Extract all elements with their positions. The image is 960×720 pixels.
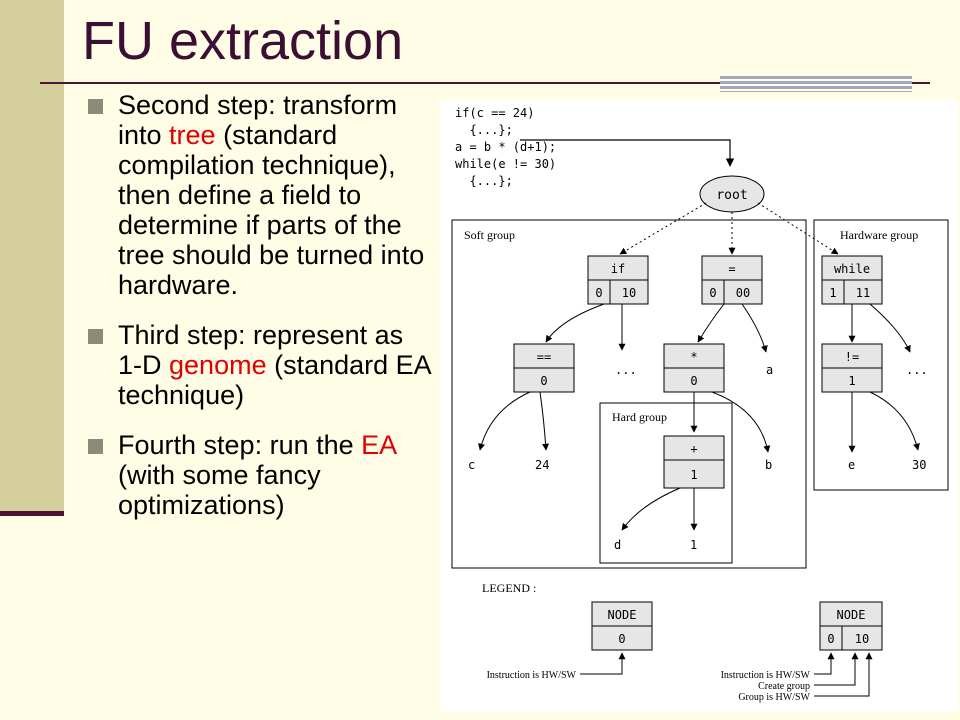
tree-edges — [545, 303, 911, 353]
bullet-fourth-step: Fourth step: run the EA (with some fancy… — [88, 430, 433, 520]
legend-arrow — [580, 652, 626, 675]
bullet-text: (with some fancy optimizations) — [118, 460, 321, 520]
node-field: 11 — [856, 286, 870, 300]
root-edges — [619, 202, 839, 255]
node-assign: = 0 00 — [701, 255, 763, 305]
hardware-group-label: Hardware group — [840, 228, 918, 242]
leaf-dots: ... — [906, 363, 928, 377]
bullet-highlight: genome — [169, 350, 267, 380]
code-line: {...}; — [455, 174, 513, 188]
bullet-second-step: Second step: transform into tree (standa… — [88, 90, 433, 300]
node-label: == — [537, 350, 551, 364]
tree-edges — [621, 487, 698, 531]
legend-title: LEGEND : — [482, 581, 536, 595]
root-label: root — [716, 188, 747, 203]
code-line: if(c == 24) — [455, 106, 534, 120]
node-label: NODE — [837, 608, 866, 622]
source-code: if(c == 24) {...}; a = b * (d+1); while(… — [455, 106, 556, 188]
node-if: if 0 10 — [587, 255, 649, 305]
leaf-b: b — [765, 458, 772, 472]
bullet-square-icon — [88, 439, 103, 454]
node-while: while 1 11 — [821, 255, 883, 305]
root-node: root — [699, 175, 765, 213]
bullet-text: Fourth step: run the — [118, 430, 362, 460]
node-label: + — [690, 442, 697, 456]
node-equals: == 0 — [513, 343, 575, 393]
legend-arrows — [814, 652, 873, 697]
node-field: 1 — [690, 468, 697, 482]
leaf-c: c — [468, 458, 475, 472]
node-field: 0 — [690, 374, 697, 388]
node-label: while — [834, 262, 870, 276]
node-field: 00 — [736, 286, 750, 300]
bullet-text: (standard compilation technique), then d… — [118, 120, 425, 300]
bullet-text: Third step: represent as 1-D — [118, 320, 404, 380]
bullet-square-icon — [88, 99, 103, 114]
soft-group-label: Soft group — [464, 228, 515, 242]
bullet-list: Second step: transform into tree (standa… — [88, 90, 433, 540]
code-line: a = b * (d+1); — [455, 140, 556, 154]
node-field: 10 — [855, 632, 869, 646]
hard-group-box — [599, 402, 733, 564]
code-line: {...}; — [455, 123, 513, 137]
node-field: 0 — [595, 286, 602, 300]
leaf-e: e — [848, 458, 855, 472]
legend-node-simple: NODE 0 — [591, 601, 653, 651]
leaf-24: 24 — [535, 458, 549, 472]
node-field: 0 — [618, 632, 625, 646]
slide-title: FU extraction — [82, 11, 404, 71]
left-accent-bar — [0, 0, 64, 512]
leaf-1: 1 — [690, 538, 697, 552]
title-rule — [40, 82, 930, 84]
title-rule-accent — [720, 76, 912, 92]
node-field: 10 — [622, 286, 636, 300]
bullet-third-step: Third step: represent as 1-D genome (sta… — [88, 320, 433, 410]
leaf-a: a — [766, 363, 773, 377]
legend-label: Instruction is HW/SW — [721, 670, 811, 681]
node-label: * — [690, 350, 697, 364]
legend-node-group: NODE 0 10 — [819, 601, 883, 651]
node-field: 1 — [829, 286, 836, 300]
bullet-highlight: EA — [361, 430, 396, 460]
node-label: = — [728, 262, 735, 276]
bullet-highlight: tree — [169, 120, 216, 150]
code-line: while(e != 30) — [455, 157, 556, 171]
soft-group-box — [451, 219, 807, 569]
node-label: != — [845, 350, 859, 364]
tree-diagram: if(c == 24) {...}; a = b * (d+1); while(… — [440, 100, 958, 712]
node-not-equals: != 1 — [821, 343, 883, 393]
leaf-30: 30 — [912, 458, 926, 472]
bullet-square-icon — [88, 329, 103, 344]
node-field: 0 — [709, 286, 716, 300]
legend-label: Instruction is HW/SW — [487, 670, 577, 681]
node-multiply: * 0 — [663, 343, 725, 393]
tree-edges — [478, 391, 920, 453]
hardware-group-box — [813, 219, 949, 491]
left-accent-line — [0, 511, 64, 516]
leaf-dots: ... — [615, 363, 637, 377]
hard-group-label: Hard group — [612, 410, 667, 424]
node-field: 0 — [827, 632, 834, 646]
node-plus: + 1 — [663, 435, 725, 489]
node-label: NODE — [608, 608, 637, 622]
bullet-text: (standard EA technique) — [118, 350, 431, 410]
legend-label: Group is HW/SW — [738, 692, 810, 703]
code-to-root-arrow — [520, 139, 735, 167]
node-field: 1 — [848, 374, 855, 388]
node-field: 0 — [540, 374, 547, 388]
leaf-d: d — [614, 538, 621, 552]
bullet-text: Second step: transform into — [118, 90, 398, 150]
node-label: if — [611, 262, 625, 276]
legend-label: Create group — [758, 681, 810, 692]
